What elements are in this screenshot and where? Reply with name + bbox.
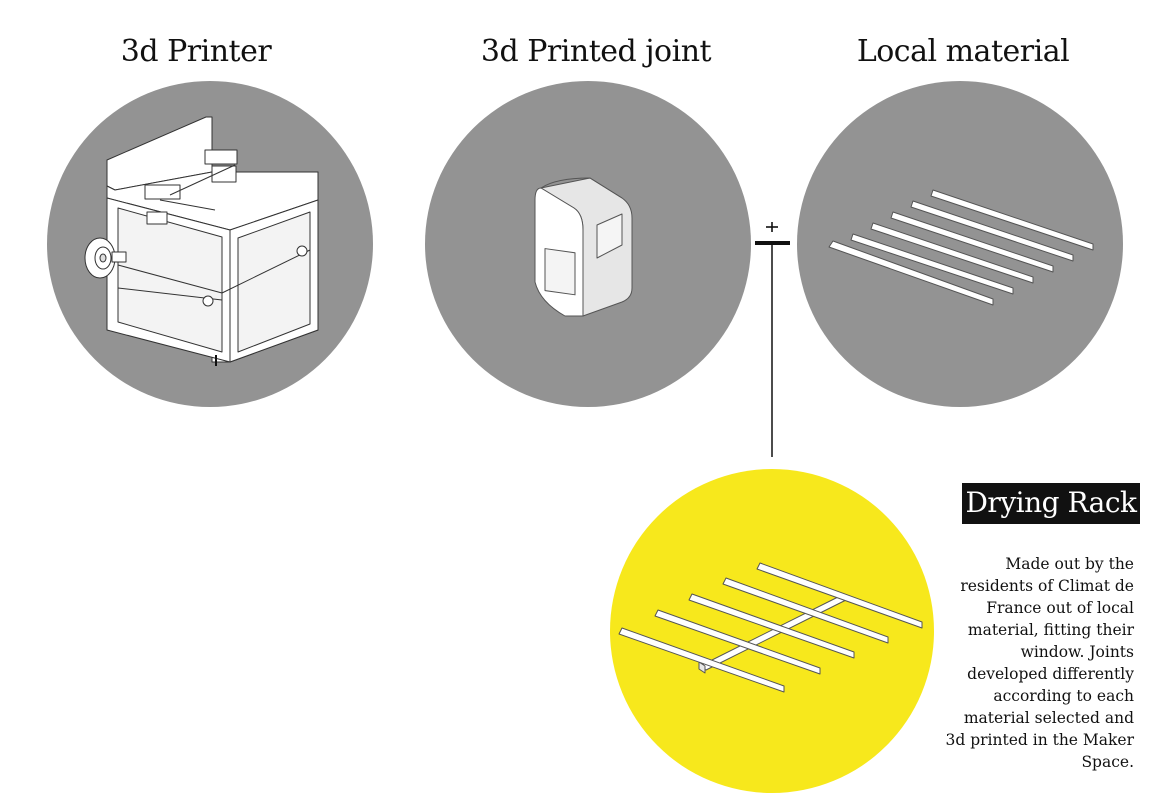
material-circle [797,81,1123,407]
drying-rack-drawing [618,562,923,693]
printer-drawing [84,116,319,366]
drying-rack-description: Made out by the residents of Climat de F… [945,555,1135,771]
material-title: Local material [856,34,1070,69]
material-drawing [828,189,1094,306]
printer-title: 3d Printer [120,34,272,69]
joint-title: 3d Printed joint [480,34,712,69]
drying-rack-label: Drying Rack [962,483,1140,524]
joint-drawing [534,177,633,317]
plus-connector [755,222,790,457]
